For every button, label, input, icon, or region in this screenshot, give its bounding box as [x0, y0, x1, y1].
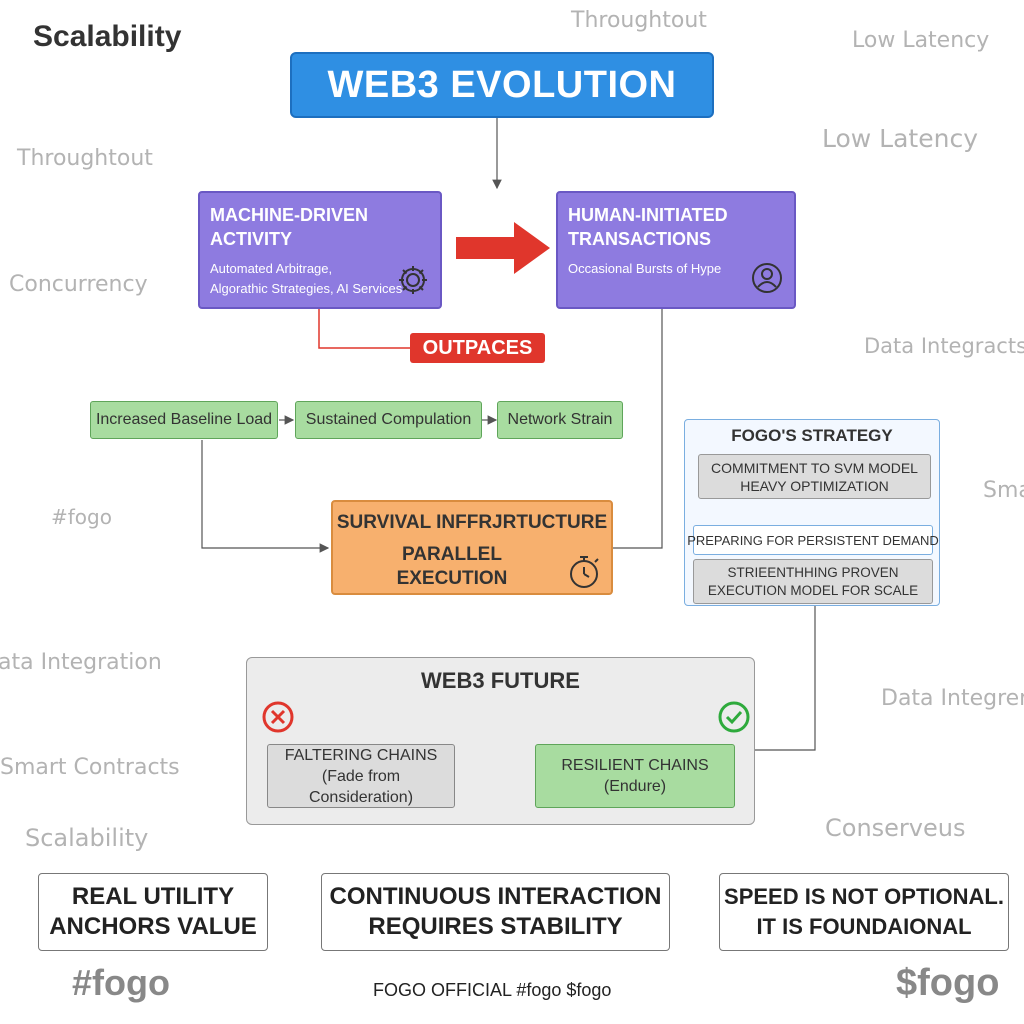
title-box: WEB3 EVOLUTION: [290, 52, 714, 118]
survival-infrastructure-box: SURVIVAL INFFRJRTUCTURE PARALLEL EXECUTI…: [331, 500, 613, 595]
page-title: WEB3 EVOLUTION: [327, 63, 677, 106]
flow-increased-baseline-load: Increased Baseline Load: [90, 401, 278, 439]
bg-word-data-integren-right: Data Integren: [881, 686, 1024, 711]
web3-future-panel: WEB3 FUTURE FALTERING CHAINS (Fade from …: [246, 657, 755, 825]
survival-line-2: PARALLEL: [402, 544, 502, 565]
outpaces-arrow: [456, 222, 550, 274]
bg-word-throughtout-left: Throughtout: [17, 146, 153, 171]
bg-word-low-latency-2: Low Latency: [822, 124, 978, 153]
bg-word-smart-contracts: Smart Contracts: [0, 755, 180, 780]
bg-word-fogo-left: #fogo: [51, 505, 112, 529]
strategy-title: FOGO'S STRATEGY: [731, 426, 893, 445]
flow-network-strain: Network Strain: [497, 401, 623, 439]
x-circle-icon: [262, 701, 294, 733]
gear-icon: [399, 266, 427, 294]
outpaces-label: OUTPACES: [410, 333, 545, 363]
resilient-title: RESILIENT CHAINS: [561, 757, 709, 774]
outpaces-text: OUTPACES: [422, 336, 533, 359]
flow-sustained-compulation: Sustained Compulation: [295, 401, 482, 439]
faltering-subtitle: (Fade from Consideration): [308, 767, 414, 806]
footer-fogo-tag: #fogo: [72, 962, 170, 1003]
bg-word-conserveus: Conserveus: [825, 814, 966, 842]
bg-word-throughtout-top: Throughtout: [571, 8, 707, 33]
strategy-item-preparing: PREPARING FOR PERSISTENT DEMAND: [687, 525, 939, 555]
machine-subtitle: Automated Arbitrage,Algorathic Strategie…: [210, 261, 403, 296]
user-icon: [752, 263, 782, 293]
bg-word-scalability-bottom: Scalability: [25, 824, 149, 852]
future-title: WEB3 FUTURE: [421, 668, 580, 693]
faltering-title: FALTERING CHAINS: [284, 746, 438, 764]
survival-line-1: SURVIVAL INFFRJRTUCTURE: [336, 512, 608, 533]
footer-official: FOGO OFFICIAL #fogo $fogo: [373, 980, 612, 1000]
survival-line-3: EXECUTION: [396, 568, 508, 589]
bg-word-data-integration-left: ata Integration: [0, 650, 162, 675]
resilient-subtitle: (Endure): [603, 778, 667, 795]
check-circle-icon: [718, 701, 750, 733]
bg-word-sma-right: Sma: [983, 478, 1024, 503]
footer-dollar-fogo: $fogo: [896, 962, 1000, 1004]
scalability-heading: Scalability: [33, 20, 182, 53]
bg-word-low-latency-1: Low Latency: [852, 28, 990, 53]
human-subtitle: Occasional Bursts of Hype: [568, 261, 722, 276]
bg-word-concurrency: Concurrency: [9, 272, 148, 297]
stopwatch-icon: [570, 556, 599, 588]
bg-word-data-integracts: Data Integracts: [864, 334, 1024, 358]
statement-speed-foundational: SPEED IS NOT OPTIONAL.IT IS FOUNDAIONAL: [719, 873, 1009, 951]
resilient-chains-box: RESILIENT CHAINS (Endure): [535, 744, 735, 808]
faltering-chains-box: FALTERING CHAINS (Fade from Consideratio…: [267, 744, 455, 808]
